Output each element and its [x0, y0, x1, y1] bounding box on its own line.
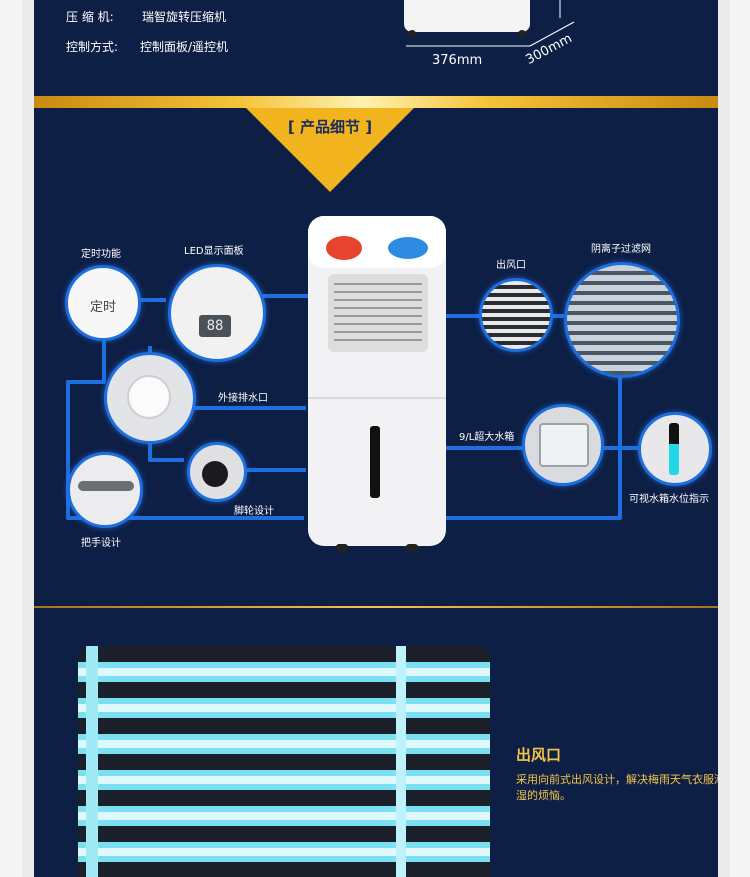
unit-base [404, 0, 530, 32]
water-level-indicator-icon [669, 423, 679, 475]
connector-left-loop [66, 336, 304, 520]
caster-left [336, 544, 348, 552]
dehumidifier-unit [308, 216, 446, 552]
brand-badge-blue [388, 237, 428, 259]
section-divider [34, 606, 718, 608]
gold-banner-bar [34, 96, 718, 108]
feature-label-timer: 定时功能 [81, 249, 121, 260]
feature-label-led: LED显示面板 [184, 246, 244, 257]
section-title: [ 产品细节 ] [287, 118, 373, 136]
outlet-closeup-image [78, 646, 490, 877]
feature-circle-handle [67, 452, 143, 528]
led-digits: 88 [206, 318, 224, 334]
brand-badge-red [326, 236, 362, 260]
feature-label-drain: 外接排水口 [218, 393, 268, 404]
caster-right [406, 544, 418, 552]
feature-label-handle: 把手设计 [81, 538, 121, 549]
outlet-section-title: 出风口 [516, 746, 562, 764]
spec-key: 压 缩 机: [66, 10, 114, 24]
feature-label-tank: 9/L超大水箱 [459, 432, 515, 443]
feature-circle-drain [104, 352, 196, 444]
feature-circle-outlet [479, 278, 553, 352]
feature-label-level: 可视水箱水位指示 [629, 494, 709, 505]
outlet-vertical-bar-left [86, 646, 98, 877]
outlet-slats [78, 646, 490, 877]
led-display: 88 [199, 315, 231, 337]
connector-right-loop [444, 370, 622, 520]
product-detail-page: 压 缩 机: 瑞智旋转压缩机 控制方式: 控制面板/遥控机 376mm 300m… [34, 0, 718, 877]
water-level-window [370, 426, 380, 498]
timer-button-label: 定时 [89, 300, 116, 315]
spec-value: 瑞智旋转压缩机 [142, 10, 227, 24]
feature-circle-level [638, 412, 712, 486]
unit-base-dimension-drawing [404, 0, 575, 47]
wheel-front-left [408, 30, 416, 38]
outlet-vertical-bar-right [396, 646, 406, 877]
depth-dim-line [529, 21, 575, 47]
banner-triangle [246, 108, 414, 192]
feature-circle-led: 88 [168, 264, 266, 362]
wheel-front-right [518, 30, 526, 38]
feature-label-wheel: 脚轮设计 [234, 506, 274, 517]
feature-circle-filter [564, 262, 680, 378]
page-border-right [718, 0, 730, 877]
feature-circle-timer: 定时 [65, 265, 141, 341]
drain-knob-icon [127, 375, 171, 419]
feature-label-filter: 阴离子过滤网 [591, 244, 651, 255]
spec-value: 控制面板/遥控机 [140, 40, 229, 54]
handle-slot-icon [78, 481, 134, 491]
outlet-section-description: 采用向前式出风设计，解决梅雨天气衣服潮湿的烦恼。 [516, 773, 718, 802]
water-tank-icon [539, 423, 589, 467]
feature-circle-tank [522, 404, 604, 486]
caster-wheel-icon [202, 461, 228, 487]
page-border-left [22, 0, 34, 877]
width-dimension-label: 376mm [432, 53, 483, 68]
feature-label-outlet: 出风口 [496, 260, 526, 271]
grille-slats [334, 283, 422, 341]
spec-key: 控制方式: [66, 40, 119, 54]
feature-circle-wheel [187, 442, 247, 502]
